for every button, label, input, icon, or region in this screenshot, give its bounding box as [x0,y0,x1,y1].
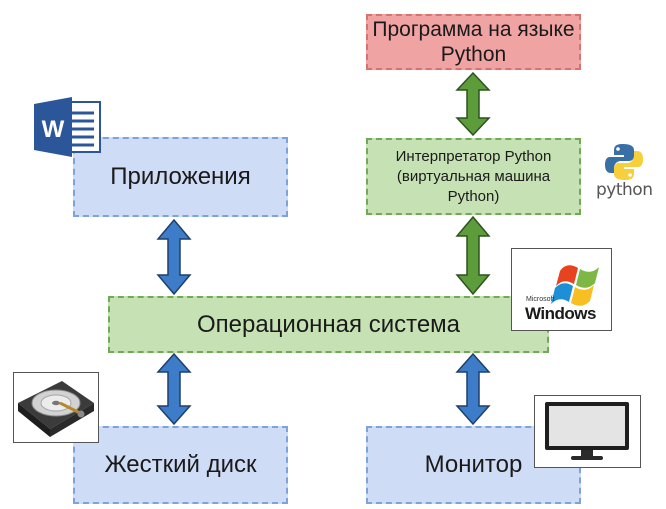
arrow-apps-os [156,219,192,295]
interpreter-label: Интерпретатор Python (виртуальная машина… [395,147,552,205]
arrow-program-interpreter [455,72,491,136]
monitor-picture [534,395,641,468]
hard-disk-label: Жесткий диск [104,451,257,478]
python-logo-text: python [596,180,653,200]
applications-box: Приложения [73,137,288,217]
applications-label: Приложения [110,163,251,190]
arrow-os-hdd [156,353,192,425]
windows-brand: Microsoft [526,296,554,303]
windows-icon: Microsoft Windows [525,265,599,323]
program-label: Программа на языке Python [372,18,575,66]
arrow-interpreter-os [455,216,491,295]
hard-disk-box: Жесткий диск [73,426,288,504]
os-box: Операционная система [108,296,549,353]
word-letter: W [42,116,65,143]
interpreter-box: Интерпретатор Python (виртуальная машина… [366,138,581,215]
word-icon: W [34,97,101,157]
monitor-icon [545,402,629,460]
python-icon [605,144,643,180]
arrow-os-monitor [455,353,491,425]
monitor-label: Монитор [424,451,523,478]
hard-disk-picture [13,372,99,443]
hard-disk-icon [18,381,94,437]
windows-logo: Microsoft Windows [511,248,612,331]
windows-name: Windows [525,304,596,323]
os-label: Операционная система [196,310,461,338]
program-box: Программа на языке Python [366,14,581,70]
